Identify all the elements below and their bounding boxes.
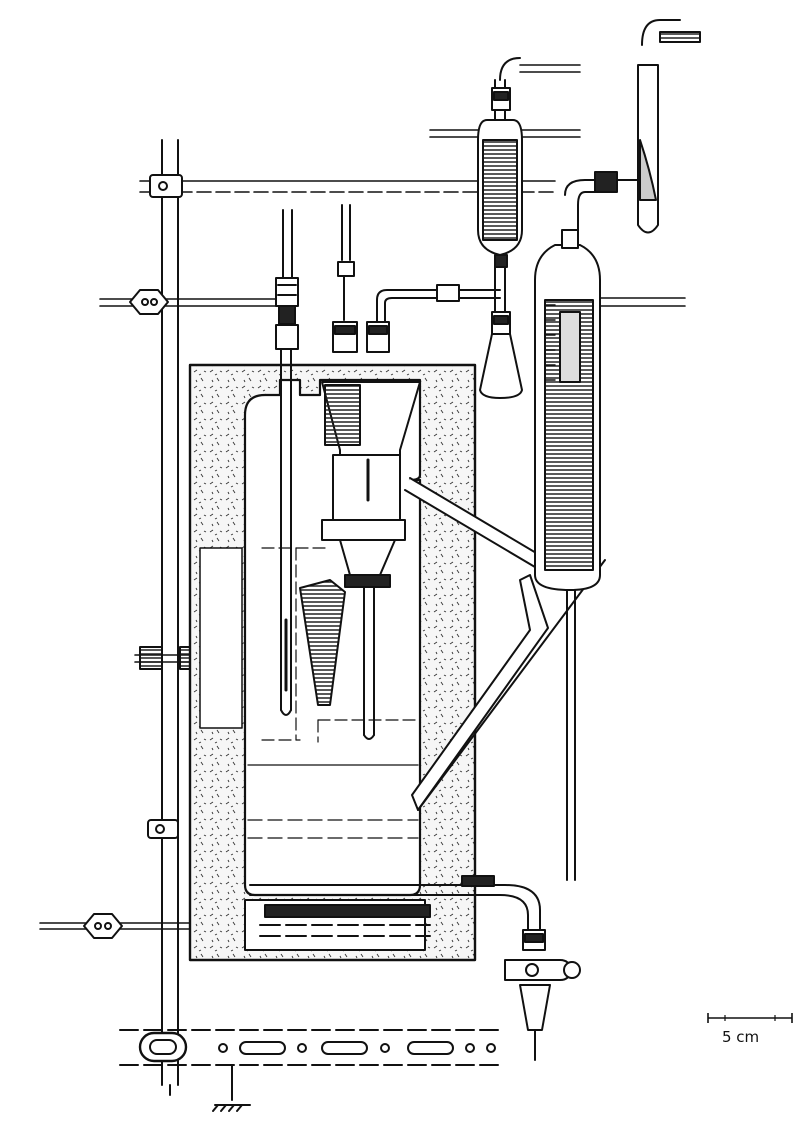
drain-stopcock bbox=[249, 875, 581, 1061]
clamp-boss-middle bbox=[147, 819, 179, 839]
clamp-boss-top bbox=[149, 174, 183, 198]
main-condenser bbox=[534, 229, 601, 881]
base-bar bbox=[119, 1029, 501, 1112]
receiver-flask bbox=[479, 259, 523, 399]
side-heater-panel bbox=[199, 547, 243, 729]
drying-tube bbox=[599, 19, 701, 234]
upper-condenser bbox=[477, 57, 523, 268]
feed-tube bbox=[337, 204, 355, 321]
heating-coil bbox=[299, 579, 346, 706]
internal-guides bbox=[261, 547, 421, 743]
side-arm bbox=[404, 477, 606, 811]
bottom-heater bbox=[259, 904, 431, 937]
clamp-boss-left-upper bbox=[129, 289, 169, 315]
scale-bar: 5 cm bbox=[707, 1013, 793, 1046]
clamp-boss-lower bbox=[83, 913, 123, 939]
reaction-flask bbox=[321, 321, 421, 740]
gas-outlet-tube bbox=[376, 284, 501, 323]
condenser-elbow bbox=[564, 171, 618, 231]
thermometer bbox=[275, 209, 299, 716]
scale-bar-label: 5 cm bbox=[722, 1028, 759, 1046]
liquid-levels bbox=[247, 764, 419, 839]
support-stand bbox=[161, 139, 179, 1096]
